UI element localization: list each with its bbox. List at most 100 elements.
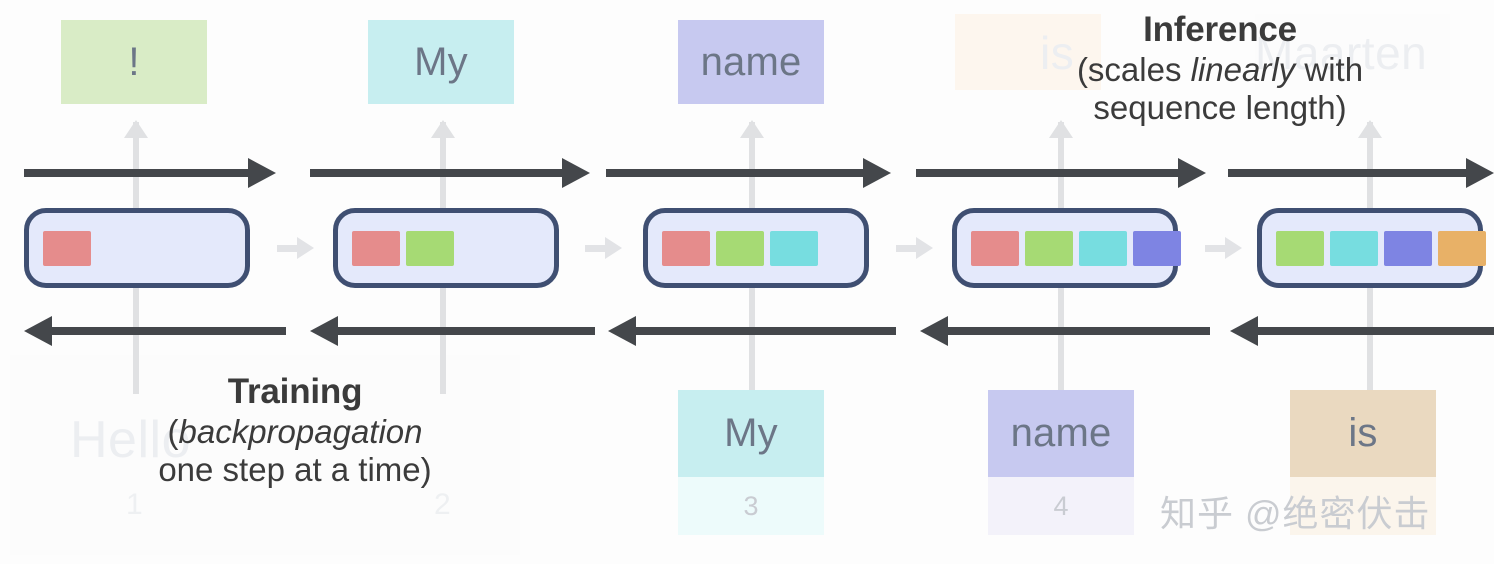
backward-arrow xyxy=(1230,316,1494,346)
forward-arrow xyxy=(310,158,590,188)
arrow-head-icon xyxy=(24,316,52,346)
inference-caption: Inference (scales linearly with sequence… xyxy=(1040,10,1400,127)
arrow-head-icon xyxy=(562,158,590,188)
arrow-head-icon xyxy=(863,158,891,188)
rnn-cell-5[interactable] xyxy=(1257,208,1486,288)
forward-arrow xyxy=(606,158,891,188)
ghost-box xyxy=(1255,14,1450,90)
token-block xyxy=(1384,230,1432,266)
arrow-shaft xyxy=(946,327,1210,335)
output-token-3[interactable]: name xyxy=(678,20,824,104)
rnn-cell-4[interactable] xyxy=(952,208,1181,288)
rnn-cell-3[interactable] xyxy=(643,208,869,288)
vertical-line-up xyxy=(133,122,139,272)
rnn-cell-2[interactable] xyxy=(333,208,559,288)
rnn-cell-1[interactable] xyxy=(24,208,250,288)
input-token-3[interactable]: is xyxy=(1290,390,1436,477)
arrow-head-icon xyxy=(605,237,622,259)
ghost-number: 1 xyxy=(126,488,143,521)
ghost-box xyxy=(955,14,1101,90)
backward-arrow xyxy=(920,316,1210,346)
inference-subtitle-line1: (scales linearly with xyxy=(1076,50,1364,88)
backward-arrow xyxy=(24,316,286,346)
vertical-line-up xyxy=(440,122,446,272)
training-caption: Training (backpropagation one step at a … xyxy=(115,372,475,489)
token-block xyxy=(1276,230,1324,266)
input-token-index-1: 3 xyxy=(678,477,824,535)
input-token-1[interactable]: My xyxy=(678,390,824,477)
token-block xyxy=(1079,230,1127,266)
token-block xyxy=(716,230,764,266)
vertical-line-up xyxy=(1058,122,1064,272)
vertical-arrowhead-icon xyxy=(1358,120,1382,138)
output-token-2[interactable]: My xyxy=(368,20,514,104)
inference-subtitle-line2: sequence length) xyxy=(1093,88,1347,126)
token-block xyxy=(406,230,454,266)
vertical-line-down xyxy=(440,284,446,394)
arrow-shaft xyxy=(1256,327,1494,335)
token-block xyxy=(770,230,818,266)
input-token-label: is xyxy=(1348,411,1378,455)
ghost-number: 2 xyxy=(434,488,451,521)
input-token-label: name xyxy=(1010,411,1112,455)
arrow-head-icon xyxy=(916,237,933,259)
ghost-text-hello: Hello xyxy=(70,411,191,469)
arrow-head-icon xyxy=(1466,158,1494,188)
vertical-arrowhead-icon xyxy=(1049,120,1073,138)
backward-arrow xyxy=(310,316,595,346)
token-block xyxy=(971,230,1019,266)
arrow-shaft xyxy=(585,245,607,252)
training-subtitle-line2: one step at a time) xyxy=(158,450,432,488)
token-block xyxy=(352,230,400,266)
arrow-head-icon xyxy=(297,237,314,259)
vertical-line-up xyxy=(1367,122,1373,272)
cell-transition-arrow-icon xyxy=(1205,237,1244,259)
forward-arrow xyxy=(1228,158,1494,188)
cell-transition-arrow-icon xyxy=(896,237,935,259)
vertical-line-down xyxy=(1058,284,1064,394)
cell-transition-arrow-icon xyxy=(585,237,624,259)
arrow-head-icon xyxy=(608,316,636,346)
ghost-text-maarten: Maarten xyxy=(1255,27,1428,79)
forward-arrow xyxy=(24,158,276,188)
input-token-label: My xyxy=(724,411,778,455)
vertical-line-down xyxy=(749,284,755,394)
arrow-head-icon xyxy=(1225,237,1242,259)
arrow-head-icon xyxy=(1230,316,1258,346)
input-token-index-3 xyxy=(1290,477,1436,535)
arrow-shaft xyxy=(336,327,595,335)
arrow-head-icon xyxy=(1178,158,1206,188)
output-token-label: name xyxy=(700,39,802,84)
vertical-line-down xyxy=(1367,284,1373,394)
token-block xyxy=(43,230,91,266)
token-block xyxy=(662,230,710,266)
token-block xyxy=(1330,230,1378,266)
arrow-head-icon xyxy=(310,316,338,346)
output-token-label: ! xyxy=(128,39,140,84)
ghost-box xyxy=(10,355,520,555)
arrow-shaft xyxy=(916,169,1180,177)
output-token-label: My xyxy=(414,39,468,84)
watermark: 知乎 @绝密伏击 xyxy=(1160,493,1431,534)
arrow-shaft xyxy=(277,245,299,252)
training-title: Training xyxy=(227,372,363,411)
token-block xyxy=(1438,230,1486,266)
arrow-head-icon xyxy=(920,316,948,346)
arrow-shaft xyxy=(24,169,250,177)
arrow-shaft xyxy=(50,327,286,335)
input-token-2[interactable]: name xyxy=(988,390,1134,477)
vertical-arrowhead-icon xyxy=(740,120,764,138)
vertical-line-up xyxy=(749,122,755,272)
output-token-1[interactable]: ! xyxy=(61,20,207,104)
token-block xyxy=(1133,230,1181,266)
arrow-shaft xyxy=(896,245,918,252)
input-token-index-label: 4 xyxy=(1053,490,1069,521)
cell-transition-arrow-icon xyxy=(277,237,316,259)
arrow-shaft xyxy=(310,169,564,177)
arrow-shaft xyxy=(634,327,896,335)
arrow-shaft xyxy=(1228,169,1468,177)
vertical-arrowhead-icon xyxy=(124,120,148,138)
backward-arrow xyxy=(608,316,896,346)
arrow-shaft xyxy=(1205,245,1227,252)
